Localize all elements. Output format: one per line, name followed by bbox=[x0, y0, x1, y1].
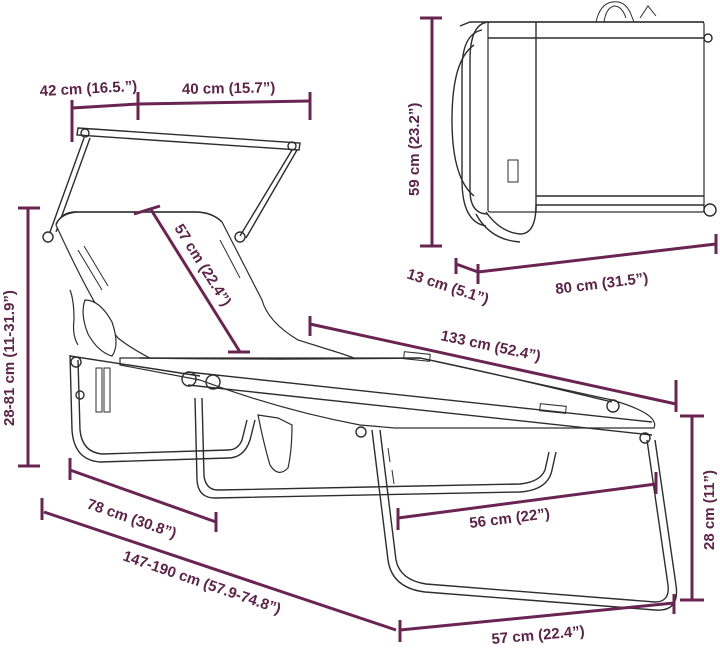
seat-length-label: 133 cm (52.4”) bbox=[439, 327, 542, 365]
folded-length-label: 80 cm (31.5”) bbox=[554, 270, 649, 298]
total-width-label: 57 cm (22.4”) bbox=[491, 623, 586, 648]
front-legs bbox=[371, 429, 678, 611]
total-height-label: 28-81 cm (11-31.9”) bbox=[1, 290, 18, 426]
leg-width-label: 56 cm (22”) bbox=[468, 505, 550, 532]
folded-lounger bbox=[451, 1, 717, 243]
dimension-lines bbox=[18, 16, 718, 642]
canopy-depth-label: 42 cm (16.5.”) bbox=[39, 78, 137, 100]
seat-height-label: 28 cm (11”) bbox=[701, 470, 718, 550]
rear-legs bbox=[69, 354, 557, 499]
canopy-width-label: 40 cm (15.7”) bbox=[182, 79, 276, 98]
folded-height-label: 59 cm (23.2”) bbox=[406, 103, 423, 196]
lounger-illustration bbox=[42, 1, 717, 611]
canopy bbox=[42, 127, 301, 243]
